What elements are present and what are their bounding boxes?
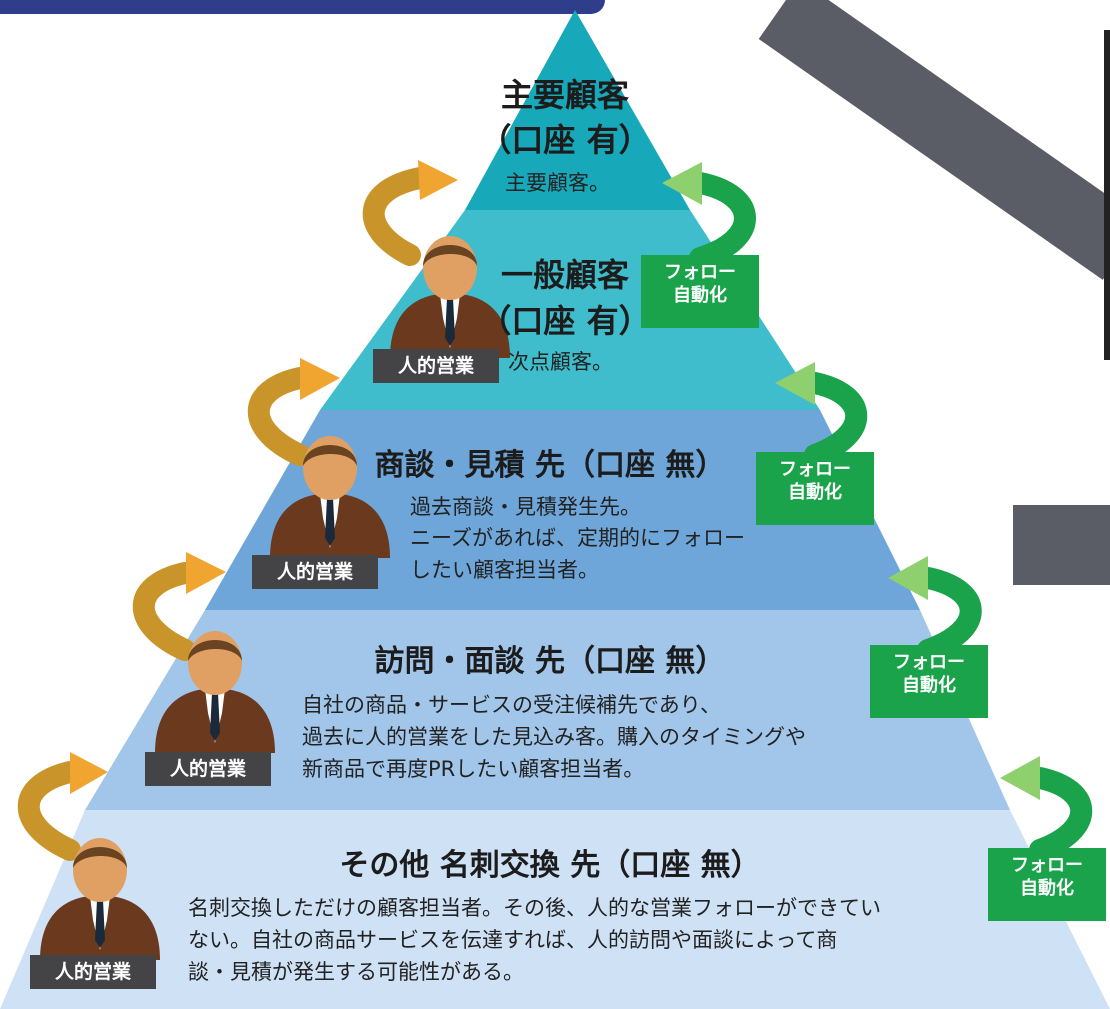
auto-follow-badge-line2: 自動化	[788, 482, 842, 503]
tier-4-title: 訪問・面談 先（口座 無）	[374, 644, 726, 679]
tier-1-desc: 主要顧客。	[505, 171, 610, 195]
tier-3-title: 商談・見積 先（口座 無）	[374, 448, 726, 483]
auto-follow-badge-line1: フォロー	[1011, 855, 1083, 876]
businessman-icon	[270, 436, 390, 558]
tier-5-desc-line1: 名刺交換しただけの顧客担当者。その後、人的な営業フォローができてい	[188, 896, 881, 920]
tier-1-title: 主要顧客	[500, 76, 629, 114]
tier-5-desc-line2: ない。自社の商品サービスを伝達すれば、人的訪問や面談によって商	[188, 928, 838, 952]
tier-3-desc-line3: したい顧客担当者。	[410, 558, 599, 582]
curved-follow-arrow-icon	[775, 362, 868, 466]
curved-follow-arrow-icon	[888, 556, 982, 661]
tier-band-5	[0, 810, 1110, 1009]
curved-follow-arrow-icon	[1000, 756, 1093, 861]
curved-up-arrow-icon	[17, 752, 108, 861]
auto-follow-badge-line1: フォロー	[893, 652, 965, 673]
tier-1-subtitle: （口座 有）	[479, 121, 651, 159]
tier-4-desc-line3: 新商品で再度PRしたい顧客担当者。	[302, 757, 645, 781]
tier-4-desc-line2: 過去に人的営業をした見込み客。購入のタイミングや	[302, 725, 806, 749]
auto-follow-badge: フォロー 自動化	[870, 645, 988, 718]
auto-follow-badge-line1: フォロー	[779, 459, 851, 480]
tier-3-desc-line1: 過去商談・見積発生先。	[410, 495, 641, 519]
sales-tag: 人的営業	[373, 349, 499, 383]
side-panel-block	[1013, 505, 1110, 585]
tier-2-title: 一般顧客	[500, 256, 629, 294]
businessman-icon	[390, 236, 510, 358]
auto-follow-badge: フォロー 自動化	[988, 848, 1106, 921]
header-bar	[0, 0, 605, 14]
curved-up-arrow-icon	[362, 160, 458, 266]
auto-follow-badge: フォロー 自動化	[641, 255, 759, 328]
tier-2-subtitle: （口座 有）	[479, 302, 651, 340]
businessman-icon	[40, 838, 160, 960]
tier-2-desc: 次点顧客。	[508, 350, 613, 374]
sales-tag: 人的営業	[30, 955, 156, 989]
auto-follow-badge-line2: 自動化	[673, 285, 727, 306]
auto-follow-badge: フォロー 自動化	[756, 452, 874, 525]
side-panel-edge	[1104, 30, 1110, 360]
tier-3-desc-line2: ニーズがあれば、定期的にフォロー	[410, 526, 745, 550]
tier-5-title: その他 名刺交換 先（口座 無）	[339, 848, 761, 883]
sales-tag: 人的営業	[252, 555, 378, 589]
tier-band-3	[205, 410, 920, 610]
sales-tag: 人的営業	[145, 752, 271, 786]
tier-band-1	[465, 10, 690, 210]
auto-follow-badge-line1: フォロー	[664, 262, 736, 283]
curved-up-arrow-icon	[132, 552, 226, 661]
tier-4-desc-line1: 自社の商品・サービスの受注候補先であり、	[302, 693, 721, 717]
curved-up-arrow-icon	[247, 358, 340, 466]
businessman-icon	[155, 631, 275, 753]
tier-band-4	[85, 610, 1010, 810]
auto-follow-badge-line2: 自動化	[1020, 878, 1074, 899]
curved-follow-arrow-icon	[662, 162, 756, 269]
auto-follow-badge-line2: 自動化	[902, 675, 956, 696]
tier-5-desc-line3: 談・見積が発生する可能性がある。	[188, 960, 524, 984]
